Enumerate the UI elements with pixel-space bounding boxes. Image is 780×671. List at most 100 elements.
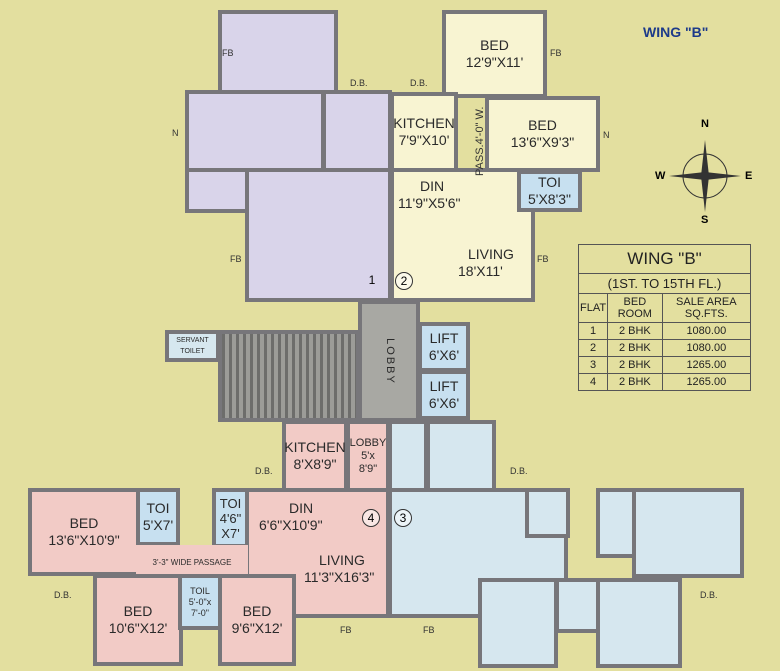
- cell: 2 BHK: [607, 373, 663, 391]
- servant-toilet: SERVANT TOILET: [165, 330, 220, 362]
- compass-rose-icon: [669, 140, 741, 212]
- room-name: BED: [242, 603, 272, 619]
- flat3-toilet3: [555, 578, 600, 633]
- room-size: 13'6"X10'9": [48, 532, 120, 548]
- cell: 2 BHK: [607, 339, 663, 357]
- room-name: KITCHEN: [393, 115, 455, 131]
- fb-label: FB: [230, 254, 242, 264]
- db-label: D.B.: [410, 78, 428, 88]
- flat-number-1: 1: [368, 273, 376, 287]
- room-size: 4'6": [219, 510, 242, 526]
- db-label: D.B.: [510, 466, 528, 476]
- wing-title: WING "B": [643, 24, 709, 40]
- fb-label: FB: [340, 625, 352, 635]
- db-label: D.B.: [54, 590, 72, 600]
- db-label: D.B.: [350, 78, 368, 88]
- flat1-bedroom: [185, 90, 325, 172]
- room-name: BED: [69, 515, 99, 531]
- room-name: LIFT: [429, 378, 459, 394]
- room-name: BED: [123, 603, 153, 619]
- room-size: 5'X8'3": [527, 191, 571, 207]
- room-name: DIN: [289, 500, 314, 516]
- room-name: TOI: [537, 174, 562, 190]
- lobby: LOBBY: [358, 300, 420, 422]
- room-size: 11'3"X16'3": [304, 569, 375, 585]
- cell: 2: [577, 339, 609, 357]
- flat-number-2: 2: [395, 272, 413, 290]
- cell: 1080.00: [661, 339, 752, 357]
- flat1-living: [245, 168, 392, 302]
- flat1-bedroom-top: [218, 10, 338, 96]
- table-subtitle: (1ST. TO 15TH FL.): [578, 273, 751, 294]
- cell: 1: [577, 322, 609, 340]
- room-name: BED: [528, 117, 557, 133]
- room-size: 8'X8'9": [293, 456, 337, 472]
- room-name: BED: [480, 37, 509, 53]
- room-size: 6'X6': [428, 347, 460, 363]
- passage-label: PASS.4'-0" W.: [474, 106, 486, 176]
- room-name: TOI: [146, 500, 170, 516]
- room-name: LIFT: [429, 330, 459, 346]
- fb-label: FB: [550, 48, 562, 58]
- cell: 4: [577, 373, 609, 391]
- flat3-bed2: [478, 578, 558, 668]
- cell: 1265.00: [661, 356, 752, 374]
- flat-number-3: 3: [394, 509, 412, 527]
- flat4-passage: 3'-3" WIDE PASSAGE: [136, 545, 248, 579]
- room-size: 5'X7': [142, 517, 174, 533]
- header-area: SALE AREA SQ.FTS.: [661, 293, 752, 323]
- room-name: KITCHEN: [284, 439, 346, 455]
- cell: 1080.00: [661, 322, 752, 340]
- flat3-bed3: [596, 578, 682, 668]
- header-flat: FLAT: [577, 293, 609, 323]
- room-size: 8'9": [358, 462, 378, 475]
- fb-label: FB: [222, 48, 234, 58]
- flat3-toilet1: [525, 488, 570, 538]
- room-name: SERVANT TOILET: [176, 337, 209, 355]
- fb-label: FB: [423, 625, 435, 635]
- room-size: 6'6"X10'9": [259, 517, 323, 533]
- room-size: 5'-0"x: [188, 596, 212, 607]
- cell: 2 BHK: [607, 356, 663, 374]
- flat3-lobby: [388, 420, 428, 492]
- room-name: LIVING: [468, 246, 514, 262]
- fb-label: FB: [537, 254, 549, 264]
- compass-w: W: [655, 170, 666, 182]
- passage-label: 3'-3" WIDE PASSAGE: [152, 557, 232, 567]
- n-label: N: [172, 128, 179, 138]
- flat-number-4: 4: [362, 509, 380, 527]
- room-size: 12'9"X11': [465, 54, 524, 70]
- flat3-toilet2: [596, 488, 636, 558]
- n-label: N: [603, 130, 610, 140]
- cell: 1265.00: [661, 373, 752, 391]
- room-name: DIN: [420, 178, 445, 194]
- room-name: LIVING: [319, 552, 365, 568]
- flat3-kitchen: [426, 420, 496, 492]
- flat1-kitchen: [322, 90, 392, 172]
- db-label: D.B.: [255, 466, 273, 476]
- room-size: 13'6"X9'3": [510, 134, 575, 150]
- table-title: WING "B": [578, 244, 751, 274]
- compass-n: N: [701, 118, 709, 130]
- db-label: D.B.: [700, 590, 718, 600]
- lobby-label: LOBBY: [383, 337, 396, 385]
- room-size: 11'9"X5'6": [398, 195, 461, 211]
